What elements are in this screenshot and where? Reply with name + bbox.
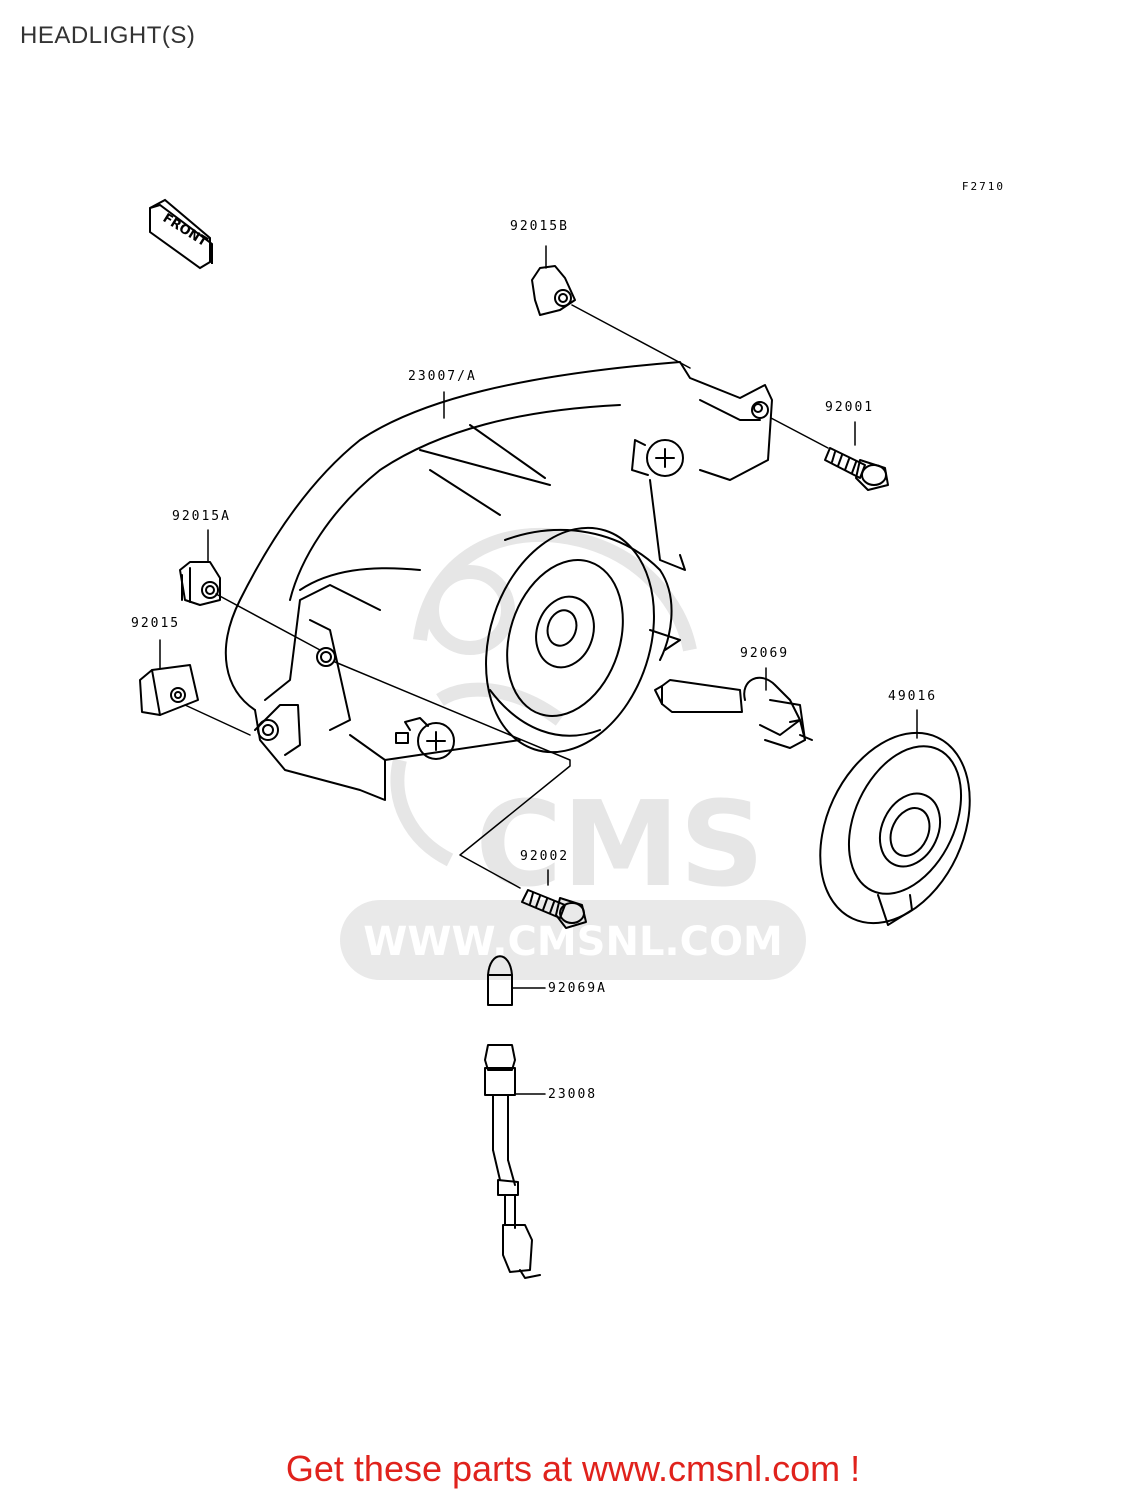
part-92001-bolt: [824, 447, 889, 491]
part-label-23008[interactable]: 23008: [548, 1087, 597, 1102]
diagram-reference-code: F2710: [962, 180, 1005, 193]
part-label-92015A[interactable]: 92015A: [172, 509, 231, 524]
watermark-brand: CMS: [475, 775, 764, 913]
part-label-92001[interactable]: 92001: [825, 400, 874, 415]
part-92069A-bulb: [487, 955, 513, 1006]
page-title: HEADLIGHT(S): [20, 22, 196, 49]
part-label-92069[interactable]: 92069: [740, 646, 789, 661]
part-label-92015[interactable]: 92015: [131, 616, 180, 631]
part-label-92069A[interactable]: 92069A: [548, 981, 607, 996]
footer-cta-link[interactable]: Get these parts at www.cmsnl.com !: [285, 1448, 861, 1489]
part-label-92015B[interactable]: 92015B: [510, 219, 569, 234]
part-92015B-clip: [531, 265, 576, 316]
part-label-23007A[interactable]: 23007/A: [408, 369, 477, 384]
part-49016-dust-cover: [819, 731, 971, 926]
part-92015-clip: [139, 664, 199, 716]
part-92069-bulb: [654, 676, 813, 749]
part-92015A-clip: [179, 561, 221, 606]
front-arrow-icon: FRONT: [149, 198, 213, 270]
part-label-92002[interactable]: 92002: [520, 849, 569, 864]
leader-lines: [159, 245, 918, 1095]
part-label-49016[interactable]: 49016: [888, 689, 937, 704]
headlight-housing: [224, 361, 773, 801]
part-23008-socket: [484, 1044, 541, 1279]
watermark: WWW.CMSNL.COM CMS: [340, 527, 806, 980]
part-92002-bolt: [521, 889, 587, 929]
